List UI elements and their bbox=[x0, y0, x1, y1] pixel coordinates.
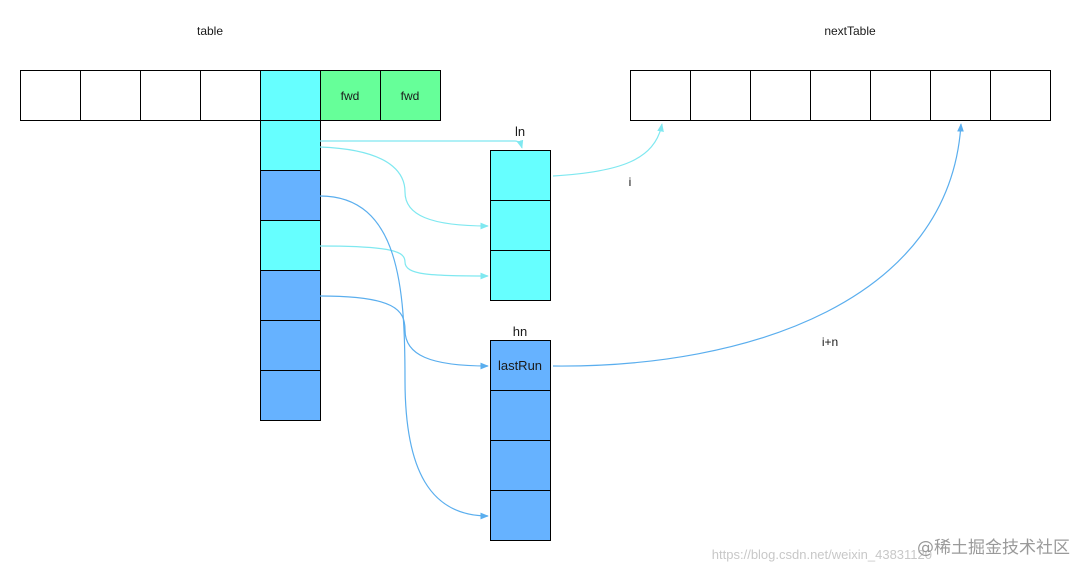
table-slot-2 bbox=[140, 70, 201, 121]
chain-node-1 bbox=[260, 120, 321, 171]
table-slot-3 bbox=[200, 70, 261, 121]
chain-node-5 bbox=[260, 320, 321, 371]
edge-chain1-to-ln-node2 bbox=[319, 146, 489, 230]
ln-node-3 bbox=[490, 250, 551, 301]
edge-label-i-plus-n: i+n bbox=[822, 335, 838, 349]
next-table-slot-1 bbox=[690, 70, 751, 121]
table-slot-current bbox=[260, 70, 321, 121]
edge-chain2-to-hn-node4 bbox=[319, 195, 489, 520]
watermark-url: https://blog.csdn.net/weixin_43831120 bbox=[711, 547, 932, 562]
next-table-title: nextTable bbox=[824, 24, 876, 38]
chain-node-3 bbox=[260, 220, 321, 271]
edge-chain1-to-ln-head bbox=[320, 139, 524, 149]
chain-node-2 bbox=[260, 170, 321, 221]
last-run-label: lastRun bbox=[498, 358, 542, 373]
ln-title: ln bbox=[515, 124, 525, 139]
table-slot-fwd-1 bbox=[320, 70, 381, 121]
next-table-slot-5 bbox=[930, 70, 991, 121]
next-table-array bbox=[630, 70, 1051, 121]
next-table-slot-0 bbox=[630, 70, 691, 121]
next-table-slot-3 bbox=[810, 70, 871, 121]
table-array bbox=[20, 70, 441, 121]
edge-chain3-to-ln-node3 bbox=[319, 245, 489, 280]
edge-ln-to-next-table-i bbox=[552, 123, 664, 177]
edge-hn-to-next-table-i-plus-n bbox=[552, 123, 964, 367]
watermark-site: @稀土掘金技术社区 bbox=[917, 538, 1070, 558]
next-table-slot-2 bbox=[750, 70, 811, 121]
hn-node-4 bbox=[490, 490, 551, 541]
table-slot-fwd-2 bbox=[380, 70, 441, 121]
chain-node-6 bbox=[260, 370, 321, 421]
chain-node-4 bbox=[260, 270, 321, 321]
ln-node-1 bbox=[490, 150, 551, 201]
edge-label-i: i bbox=[629, 175, 632, 189]
edge-chain4-to-hn-head bbox=[319, 295, 489, 370]
ln-node-2 bbox=[490, 200, 551, 251]
hn-node-last-run bbox=[490, 340, 551, 391]
hn-list bbox=[490, 340, 551, 541]
ln-list bbox=[490, 150, 551, 301]
fwd-label-2: fwd bbox=[401, 89, 420, 103]
table-slot-0 bbox=[20, 70, 81, 121]
table-slot-1 bbox=[80, 70, 141, 121]
hn-node-3 bbox=[490, 440, 551, 491]
hn-node-2 bbox=[490, 390, 551, 441]
hn-title: hn bbox=[513, 324, 527, 339]
fwd-label-1: fwd bbox=[341, 89, 360, 103]
next-table-slot-4 bbox=[870, 70, 931, 121]
bin-chain bbox=[260, 120, 321, 421]
table-title: table bbox=[197, 24, 223, 38]
next-table-slot-6 bbox=[990, 70, 1051, 121]
